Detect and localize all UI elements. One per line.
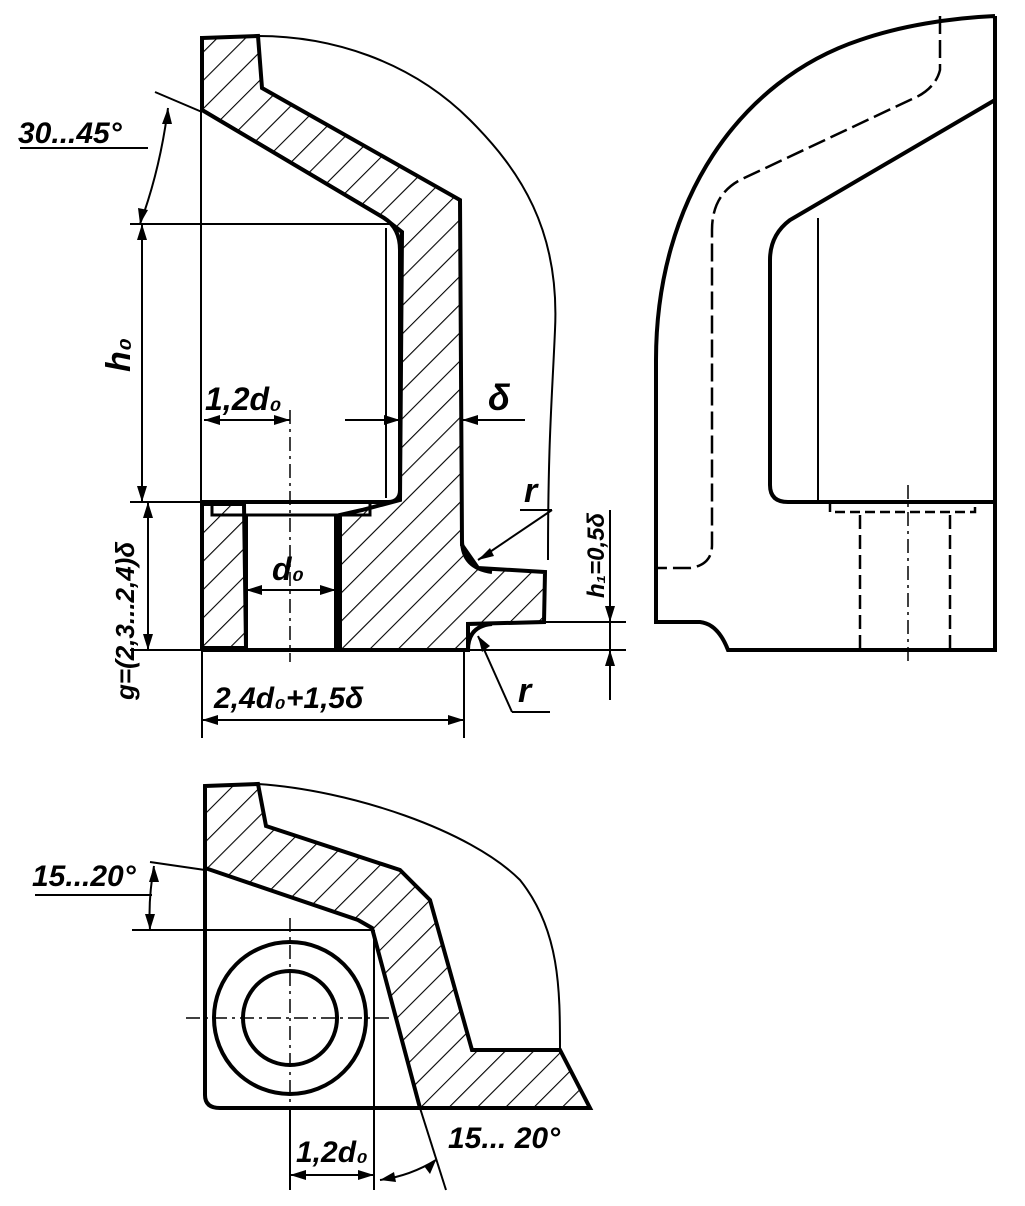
section-arrowheads: [137, 108, 615, 725]
base-width-label: 2,4d₀+1,5δ: [213, 682, 364, 715]
side-view: [654, 14, 997, 665]
section-break-line: [257, 35, 557, 561]
plan-arrowheads: [145, 866, 436, 1182]
bore-offset-plan-label: 1,2d₀: [296, 1136, 368, 1169]
angle-plan-top-label: 15...20°: [32, 860, 137, 893]
section-wall-hatch: [200, 33, 548, 652]
r-upper-label: r: [524, 472, 539, 510]
angle-30-45-label: 30...45°: [18, 117, 123, 150]
section-cavity: [200, 108, 402, 504]
bore-offset-label: 1,2d₀: [205, 381, 282, 417]
d0-label: d₀: [272, 551, 304, 587]
r-lower-label: r: [518, 672, 533, 710]
delta-label: δ: [488, 377, 511, 418]
h1-label: h₁=0,5δ: [583, 513, 610, 598]
plan-view: [186, 781, 594, 1110]
h0-label: h₀: [100, 338, 138, 372]
g-label: g=(2,3...2,4)δ: [110, 542, 140, 701]
section-view: [200, 33, 557, 662]
angle-plan-bottom-label: 15... 20°: [448, 1122, 561, 1155]
plan-dimensions: [35, 861, 447, 1191]
section-left-post-hatch: [200, 502, 249, 650]
